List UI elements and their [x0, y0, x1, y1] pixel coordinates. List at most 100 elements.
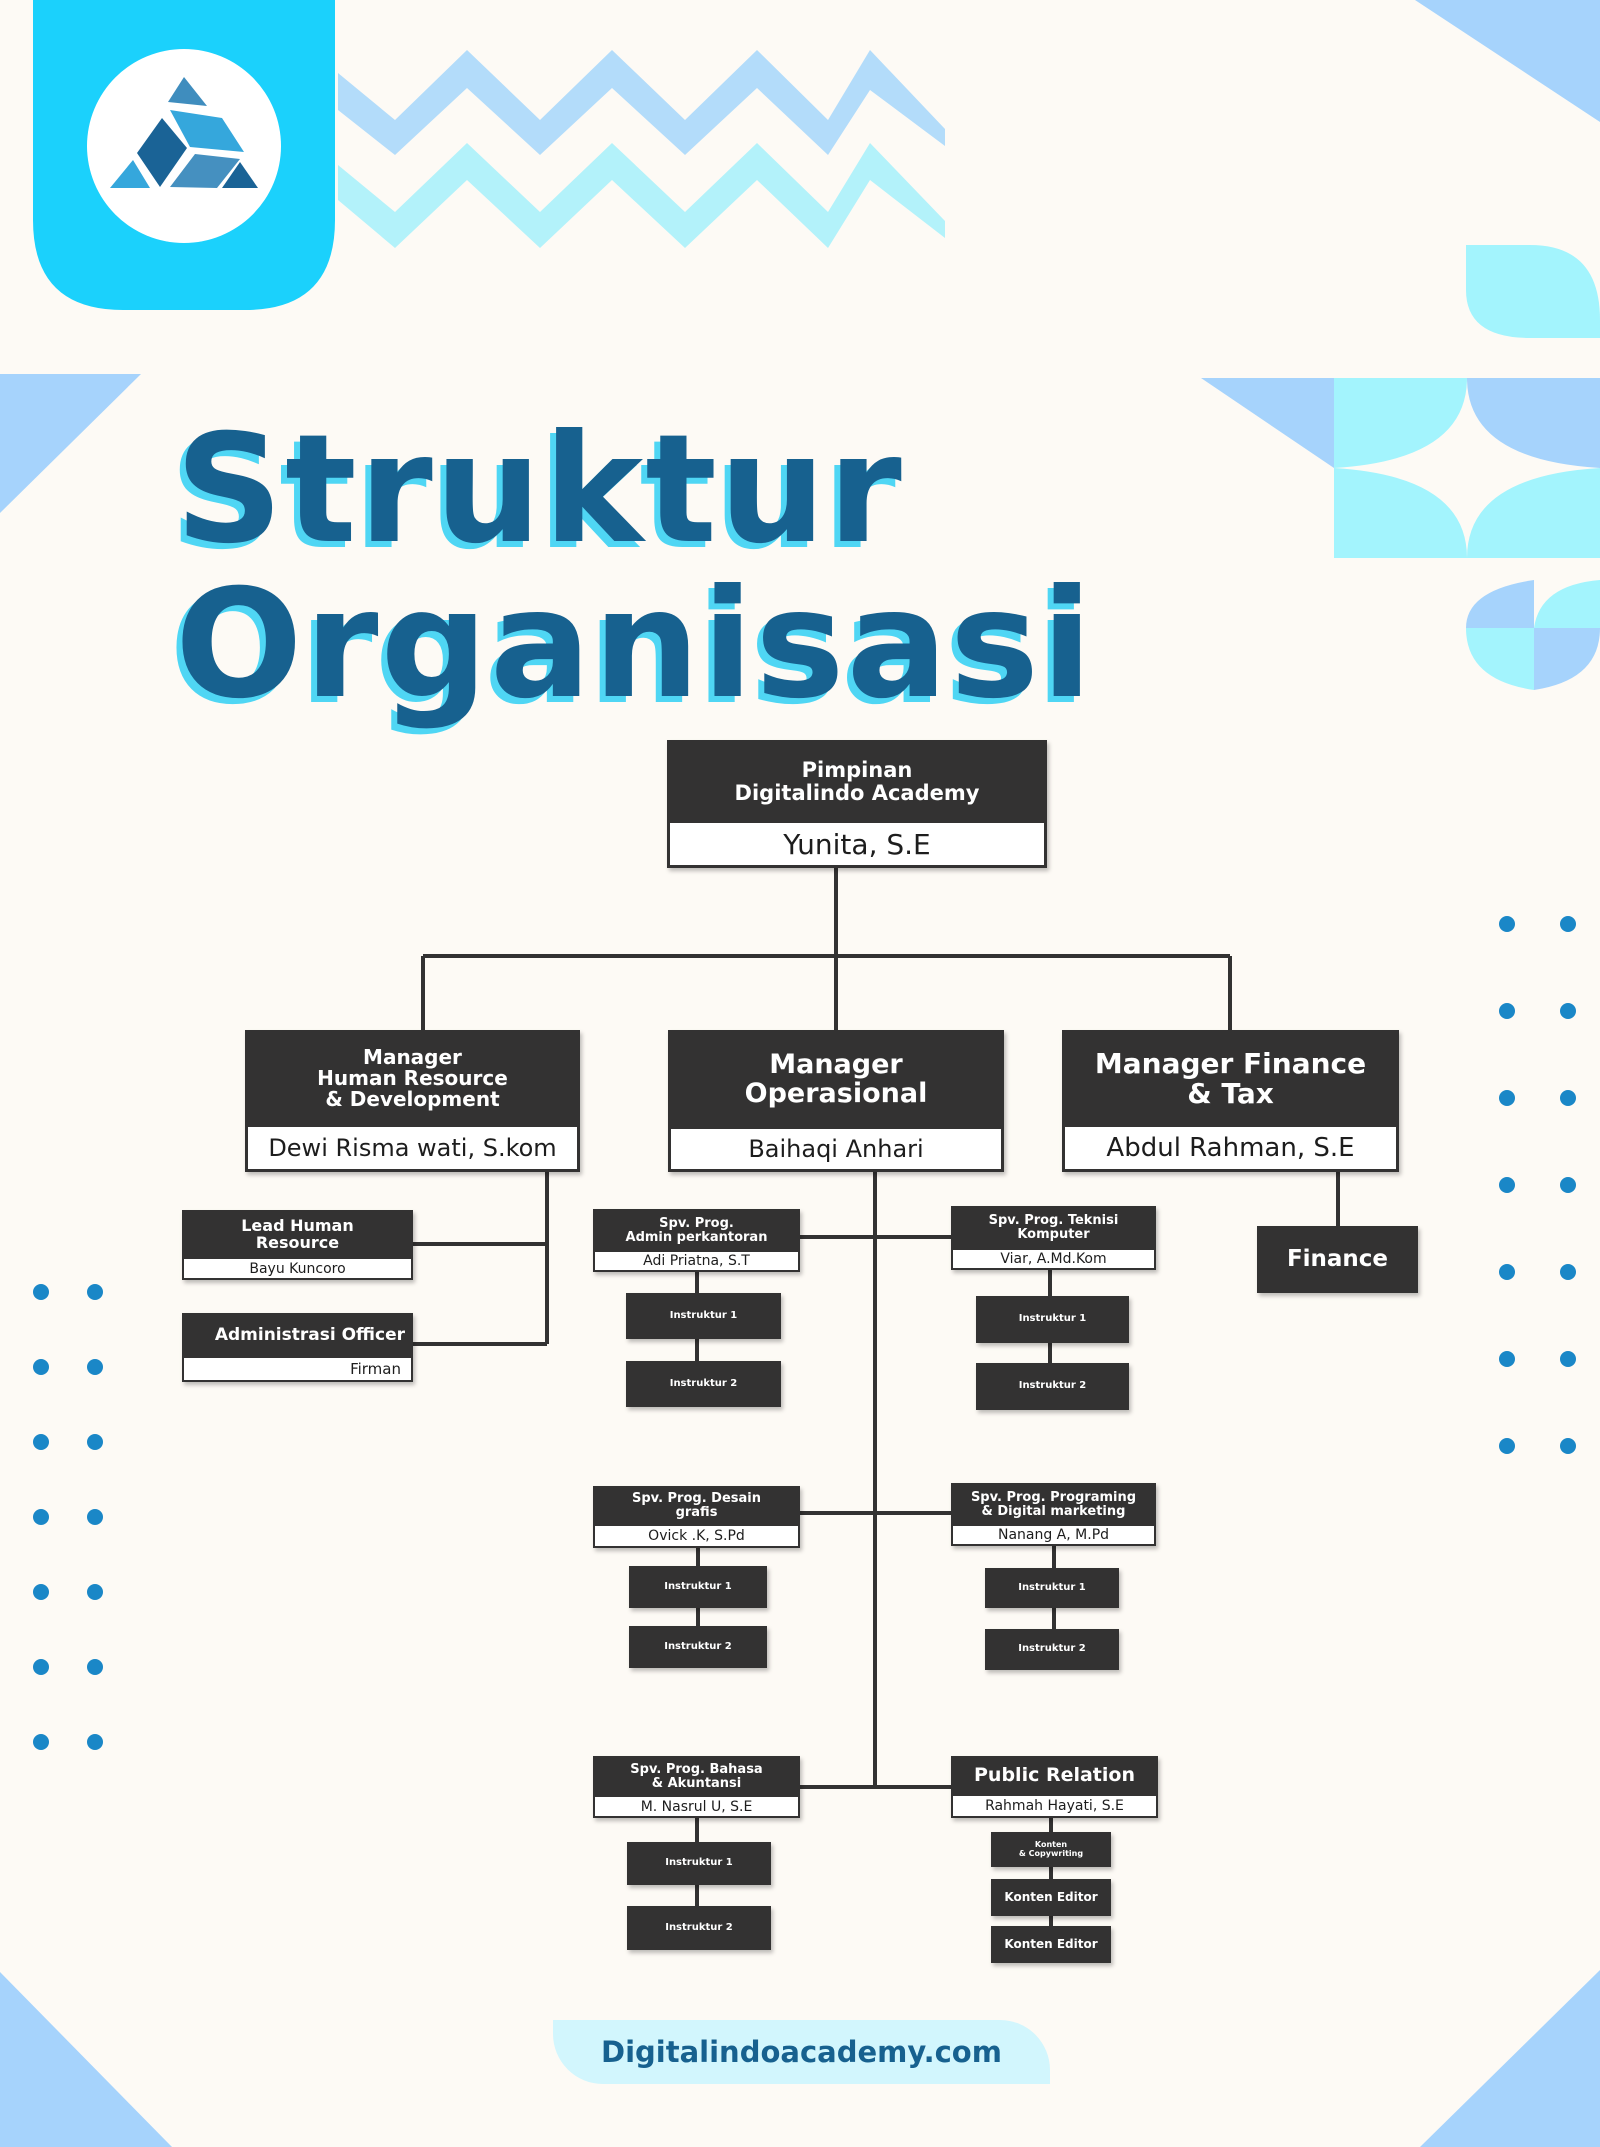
dot-right	[1499, 1003, 1515, 1019]
node-finance-role: Finance	[1286, 1246, 1389, 1273]
node-supervisor-role: Spv. Prog. Desain grafis	[631, 1491, 762, 1520]
node-staff-5-1[interactable]: Instruktur 1	[627, 1842, 771, 1885]
node-staff-2-2[interactable]: Instruktur 2	[976, 1363, 1129, 1410]
dot-right	[1560, 1264, 1576, 1280]
node-supervisor-person: Rahmah Hayati, S.E	[951, 1796, 1158, 1818]
node-supervisor-role: Spv. Prog. Teknisi Komputer	[988, 1213, 1119, 1242]
title-line-1: Struktur	[175, 403, 904, 577]
node-supervisor-person: Adi Priatna, S.T	[593, 1252, 800, 1272]
corner-triangle-top-right	[1415, 0, 1600, 122]
tile-quarter-4	[1534, 628, 1600, 690]
tile-triangle-right	[1201, 378, 1334, 468]
dot-left	[87, 1434, 103, 1450]
dot-right	[1499, 1177, 1515, 1193]
tile-quarter-1	[1466, 580, 1534, 628]
dot-right	[1560, 1351, 1576, 1367]
node-staff-6-1[interactable]: Konten & Copywriting	[991, 1832, 1111, 1867]
corner-triangle-bottom-left	[0, 1972, 172, 2147]
node-staff-3-1[interactable]: Instruktur 1	[629, 1566, 767, 1608]
node-admin-officer[interactable]: Administrasi Officer Firman	[182, 1313, 413, 1382]
dot-left	[33, 1509, 49, 1525]
node-manager-hr-person: Dewi Risma wati, S.kom	[245, 1127, 580, 1172]
dot-right	[1560, 1438, 1576, 1454]
website-link[interactable]: Digitalindoacademy.com	[553, 2020, 1050, 2084]
zigzag-upper	[338, 50, 945, 155]
node-staff-role: Instruktur 1	[665, 1857, 733, 1869]
node-staff-6-2[interactable]: Konten Editor	[991, 1879, 1111, 1916]
node-head[interactable]: Pimpinan Digitalindo Academy Yunita, S.E	[667, 740, 1047, 868]
tile-star-cutout	[1334, 378, 1600, 558]
node-manager-ops-person: Baihaqi Anhari	[668, 1129, 1004, 1172]
node-lead-hr[interactable]: Lead Human Resource Bayu Kuncoro	[182, 1210, 413, 1280]
node-manager-hr-role: Manager Human Resource & Development	[317, 1045, 508, 1111]
node-manager-hr[interactable]: Manager Human Resource & Development Dew…	[245, 1030, 580, 1172]
zigzag-lower	[338, 143, 945, 248]
node-admin-officer-role: Administrasi Officer	[214, 1324, 405, 1345]
node-supervisor-role: Spv. Prog. Programing & Digital marketin…	[970, 1489, 1137, 1519]
tile-quarter-3	[1466, 628, 1534, 690]
node-supervisor-person: M. Nasrul U, S.E	[593, 1797, 800, 1818]
node-manager-ops[interactable]: Manager Operasional Baihaqi Anhari	[668, 1030, 1004, 1172]
node-head-person: Yunita, S.E	[667, 823, 1047, 868]
node-manager-finance[interactable]: Manager Finance & Tax Abdul Rahman, S.E	[1062, 1030, 1399, 1172]
node-lead-hr-role: Lead Human Resource	[241, 1215, 354, 1252]
dot-left	[87, 1509, 103, 1525]
node-staff-role: Konten & Copywriting	[1018, 1840, 1084, 1858]
node-staff-role: Instruktur 2	[1018, 1643, 1086, 1655]
node-head-role: Pimpinan Digitalindo Academy	[734, 758, 980, 805]
node-staff-5-2[interactable]: Instruktur 2	[627, 1906, 771, 1950]
node-manager-finance-person: Abdul Rahman, S.E	[1062, 1127, 1399, 1172]
dot-right	[1499, 1438, 1515, 1454]
node-finance[interactable]: Finance	[1257, 1226, 1418, 1293]
node-staff-2-1[interactable]: Instruktur 1	[976, 1296, 1129, 1343]
dot-left	[33, 1659, 49, 1675]
dot-right	[1560, 1003, 1576, 1019]
node-staff-role: Instruktur 1	[669, 1309, 738, 1321]
node-supervisor-role: Spv. Prog. Bahasa & Akuntansi	[630, 1761, 763, 1791]
node-staff-role: Instruktur 1	[664, 1580, 732, 1592]
node-staff-1-2[interactable]: Instruktur 2	[626, 1361, 781, 1407]
dot-right	[1499, 1351, 1515, 1367]
node-staff-role: Instruktur 2	[665, 1921, 733, 1933]
dot-left	[33, 1584, 49, 1600]
triangle-mosaic-logo-icon	[110, 77, 258, 188]
dot-left	[33, 1434, 49, 1450]
tile-leaf-top	[1466, 245, 1600, 338]
node-staff-4-1[interactable]: Instruktur 1	[985, 1568, 1119, 1608]
node-staff-role: Instruktur 2	[1018, 1380, 1087, 1392]
node-staff-1-1[interactable]: Instruktur 1	[626, 1293, 781, 1339]
node-supervisor-person: Nanang A, M.Pd	[951, 1526, 1156, 1546]
dot-left	[33, 1359, 49, 1375]
node-supervisor-5[interactable]: Spv. Prog. Bahasa & Akuntansi M. Nasrul U…	[593, 1756, 800, 1818]
dot-right	[1560, 1177, 1576, 1193]
dot-right	[1499, 1090, 1515, 1106]
node-supervisor-person: Ovick .K, S.Pd	[593, 1526, 800, 1548]
dot-left	[87, 1359, 103, 1375]
node-staff-6-3[interactable]: Konten Editor	[991, 1926, 1111, 1963]
dot-left	[87, 1734, 103, 1750]
dot-left	[87, 1284, 103, 1300]
dot-grid	[33, 916, 1576, 1750]
side-triangle-left	[0, 374, 141, 513]
node-staff-4-2[interactable]: Instruktur 2	[985, 1629, 1119, 1670]
dot-left	[33, 1284, 49, 1300]
corner-triangle-bottom-right	[1420, 1970, 1600, 2147]
node-staff-role: Instruktur 2	[664, 1640, 732, 1652]
node-supervisor-4[interactable]: Spv. Prog. Programing & Digital marketin…	[951, 1483, 1156, 1546]
node-manager-finance-role: Manager Finance & Tax	[1094, 1047, 1367, 1110]
node-staff-role: Instruktur 1	[1018, 1313, 1087, 1325]
node-staff-3-2[interactable]: Instruktur 2	[629, 1626, 767, 1668]
node-staff-role: Konten Editor	[1004, 1890, 1098, 1905]
node-staff-role: Instruktur 2	[669, 1377, 738, 1389]
node-supervisor-person: Viar, A.Md.Kom	[951, 1250, 1156, 1270]
dot-right	[1499, 1264, 1515, 1280]
node-lead-hr-person: Bayu Kuncoro	[182, 1259, 413, 1280]
dot-right	[1499, 916, 1515, 932]
node-manager-ops-role: Manager Operasional	[744, 1049, 928, 1109]
tile-quarter-2	[1534, 580, 1600, 628]
